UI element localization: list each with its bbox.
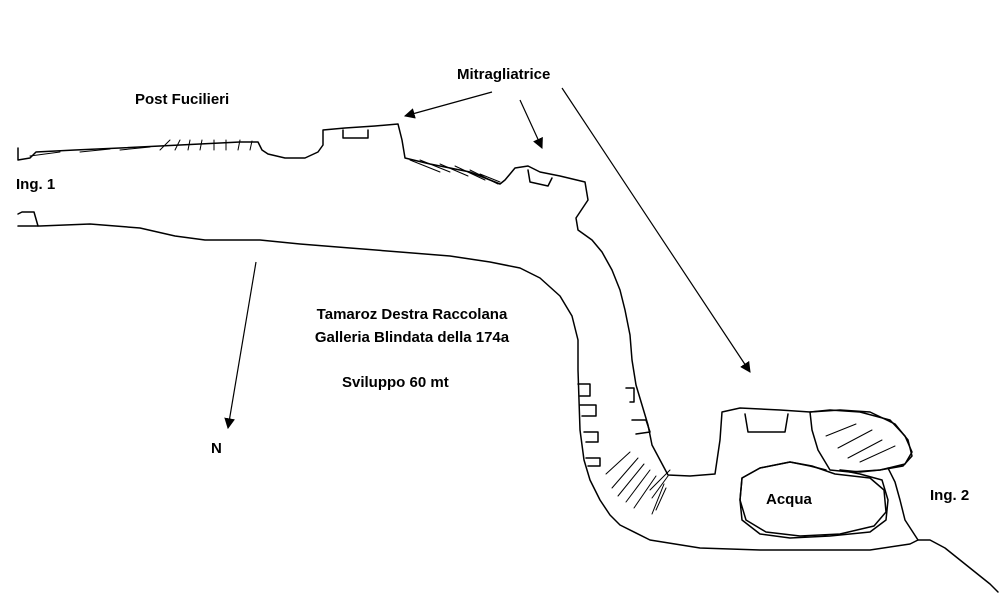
label-post-fucilieri: Post Fucilieri xyxy=(135,91,230,108)
entrance-1-stub xyxy=(17,211,39,227)
niche-side-6 xyxy=(631,419,651,435)
hatch-right-chamber xyxy=(825,423,896,463)
right-chamber-outer xyxy=(809,409,913,473)
entrance-2-exit xyxy=(917,539,999,593)
niche-chamber-top xyxy=(744,413,789,433)
niche-side-3 xyxy=(583,431,599,443)
label-entrance-2: Ing. 2 xyxy=(930,487,970,504)
hatch-mitragliatrice-1 xyxy=(409,159,501,185)
arrow-mitragliatrice-left xyxy=(403,91,493,119)
label-sviluppo: Sviluppo 60 mt xyxy=(342,374,449,391)
north-arrow xyxy=(224,261,257,430)
niche-side-5 xyxy=(625,387,635,403)
gallery-upper-wall xyxy=(17,123,913,539)
hatch-post-fucilieri xyxy=(159,139,253,151)
label-entrance-1: Ing. 1 xyxy=(16,176,56,193)
niche-side-4 xyxy=(585,457,601,467)
niche-side-2 xyxy=(579,404,597,417)
map-title-line-2: Galleria Blindata della 174a xyxy=(314,329,510,346)
water-pool xyxy=(739,461,887,537)
map-title-line-1: Tamaroz Destra Raccolana xyxy=(316,306,508,323)
north-label: N xyxy=(211,440,222,457)
arrow-mitragliatrice-right xyxy=(561,87,751,373)
hatch-side-gallery xyxy=(611,457,667,515)
niche-side-1 xyxy=(577,383,591,397)
gallery-lower-wall xyxy=(17,223,919,551)
niche-528 xyxy=(527,169,553,187)
hatch-side-gallery-b xyxy=(605,451,671,499)
niche-top xyxy=(342,129,369,139)
hatch-upper-left xyxy=(29,146,151,157)
label-acqua: Acqua xyxy=(766,491,812,508)
label-mitragliatrice: Mitragliatrice xyxy=(457,66,551,83)
arrow-mitragliatrice-mid xyxy=(519,99,543,149)
